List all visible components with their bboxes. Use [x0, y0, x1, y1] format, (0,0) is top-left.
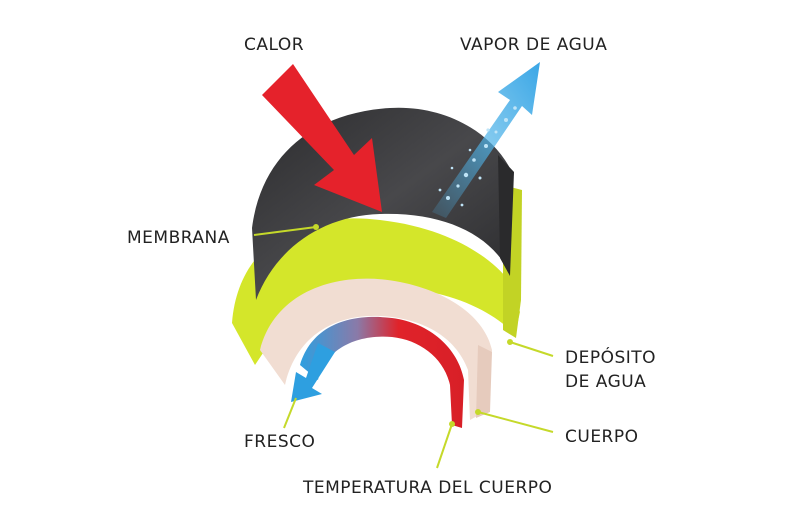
- body-layer: [260, 278, 492, 420]
- reservoir-leader: [509, 341, 554, 357]
- body-layer-edge: [476, 345, 492, 418]
- membrane-side: [498, 155, 514, 276]
- temperature-leader: [436, 423, 453, 469]
- cool-label: FRESCO: [244, 432, 315, 452]
- heat-arrow: [262, 64, 382, 212]
- cool-leader: [283, 397, 297, 429]
- membrane-label: MEMBRANA: [127, 228, 230, 248]
- water-vapor-label: VAPOR DE AGUA: [460, 35, 607, 55]
- cool-arrow: [291, 343, 335, 402]
- vapor-droplets: [438, 106, 517, 207]
- membrane-layer: [252, 107, 512, 301]
- body-leader: [477, 411, 554, 433]
- body-temperature-label: TEMPERATURA DEL CUERPO: [302, 478, 552, 498]
- water-reservoir-layer: [232, 218, 520, 365]
- leader-dots: [313, 224, 513, 427]
- water-reservoir-label-line1: DEPÓSITO: [565, 346, 656, 368]
- membrane-leader: [253, 226, 317, 236]
- body-temperature-layer: [300, 316, 464, 428]
- water-vapor-arrow: [432, 62, 540, 218]
- body-label: CUERPO: [565, 427, 639, 447]
- water-reservoir-label-line2: DE AGUA: [565, 372, 646, 392]
- leader-lines: [253, 226, 554, 469]
- heat-label: CALOR: [244, 35, 304, 55]
